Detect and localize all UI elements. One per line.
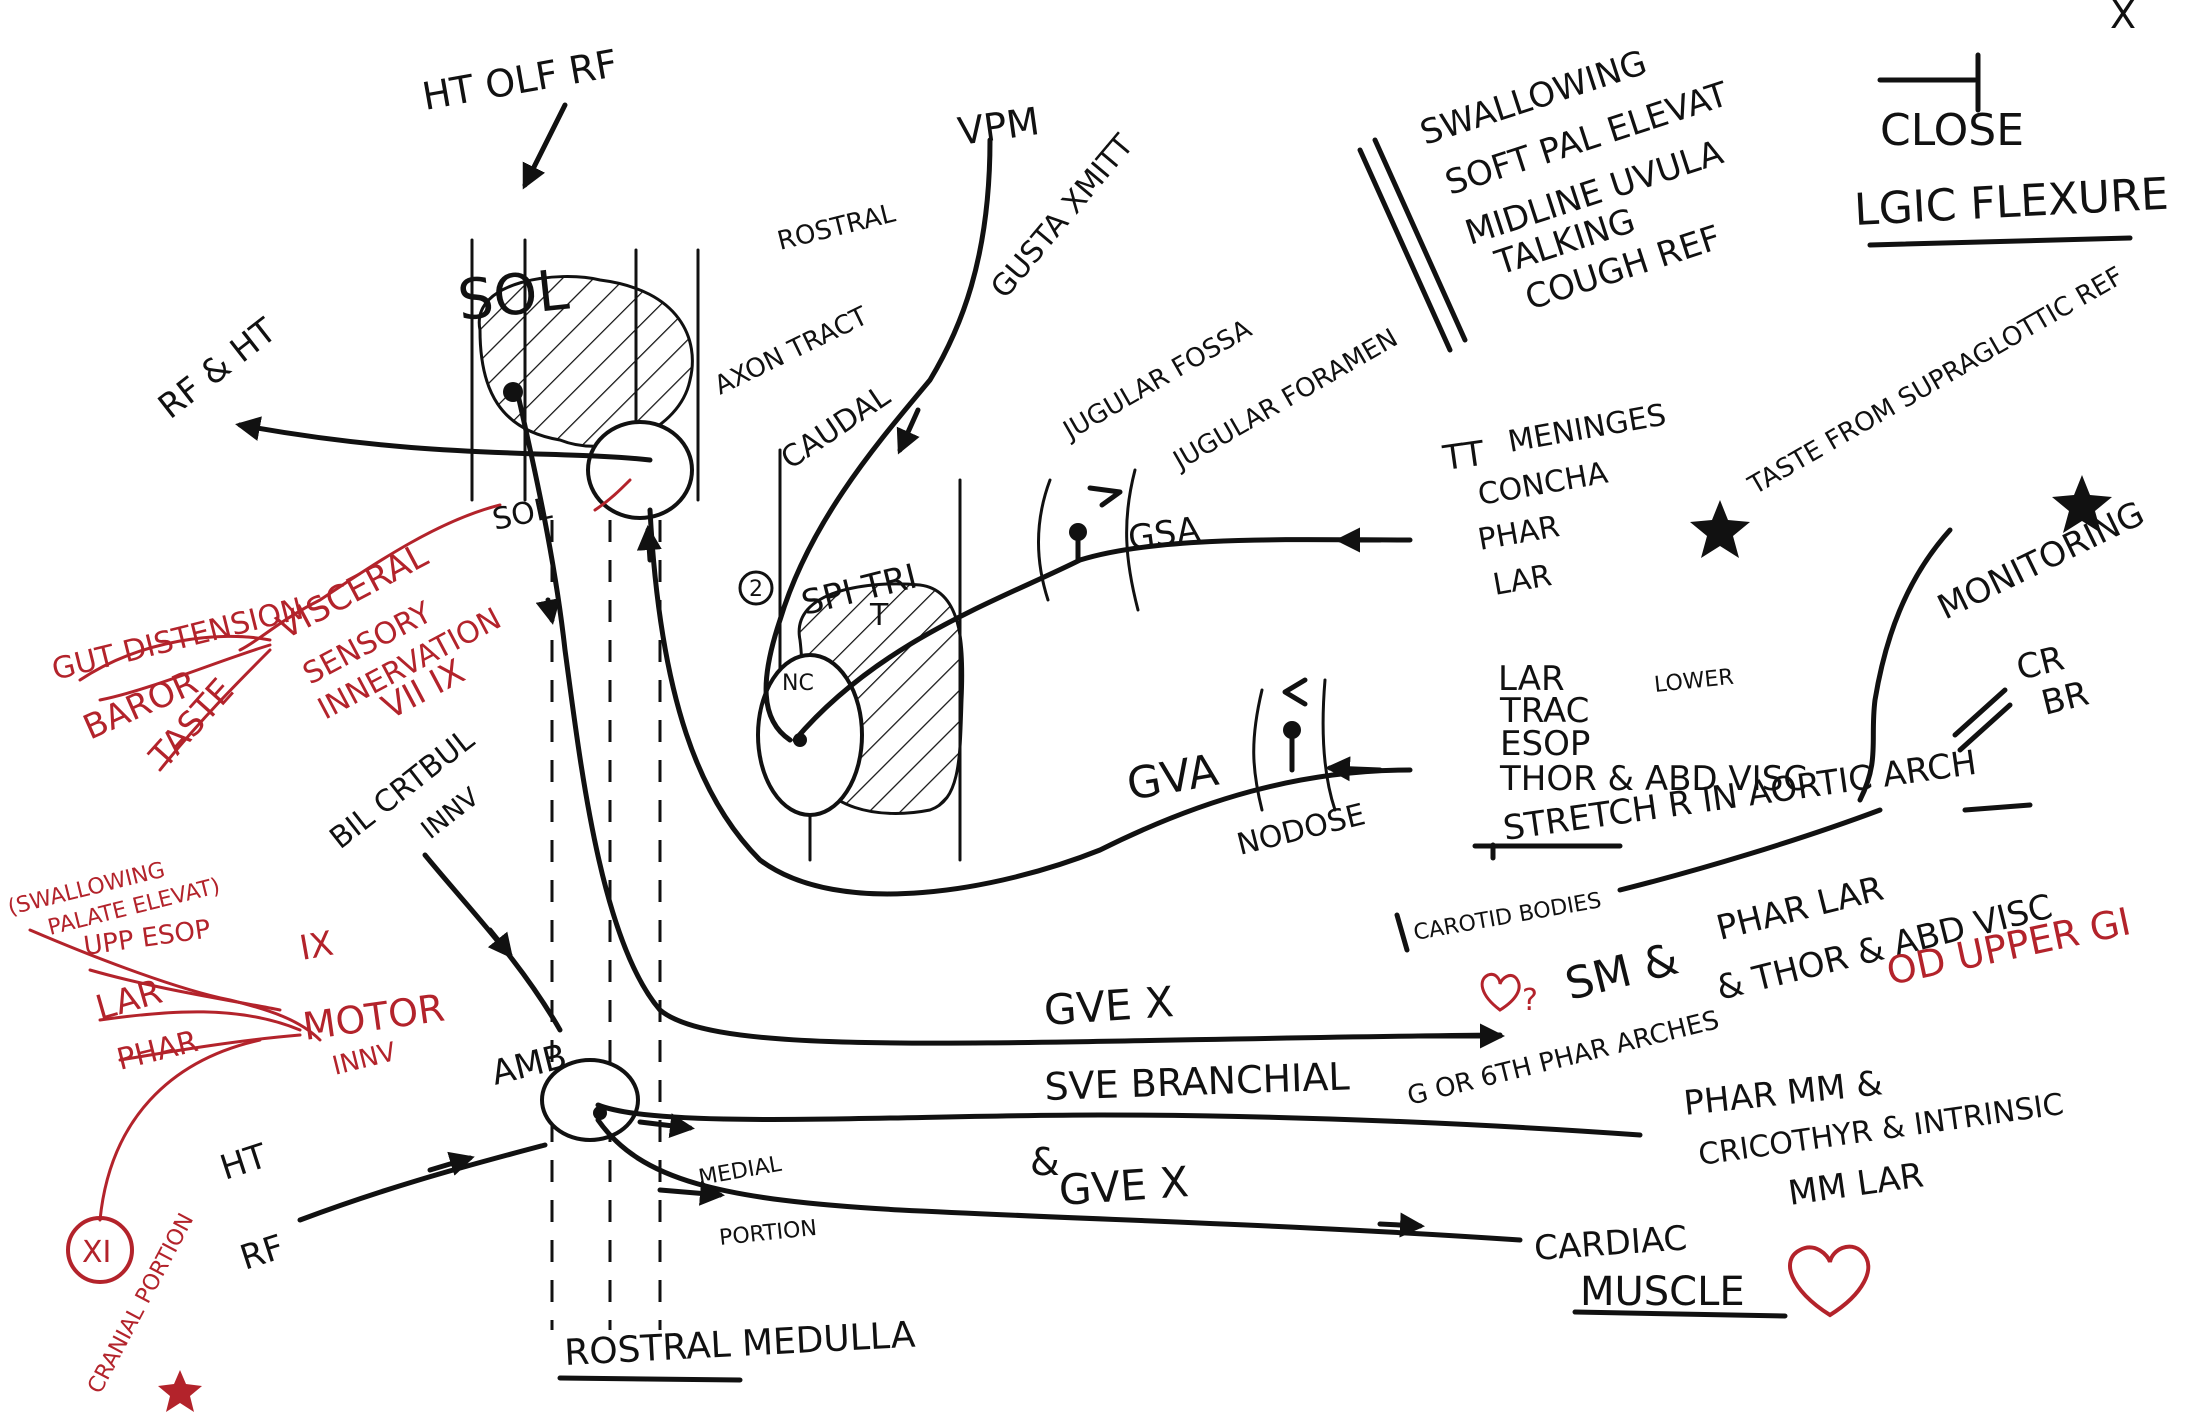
rf-label: RF — [235, 1227, 288, 1278]
gsa-source-item: MENINGES — [1505, 398, 1668, 460]
ampersand-label: & — [1030, 1140, 1060, 1184]
sve-label: SVE BRANCHIAL — [1044, 1054, 1350, 1109]
spinal-trigeminal-nucleus — [758, 584, 963, 815]
rf-ht-label: RF & HT — [151, 311, 284, 427]
corner-mark: X — [2110, 0, 2136, 37]
circle-2-label: 2 — [749, 577, 763, 602]
sm-prefix-label: SM & — [1560, 934, 1683, 1011]
sol-upper-label: SOL — [455, 258, 572, 334]
motor-red-label: MOTOR — [300, 986, 447, 1049]
nodose-label: NODOSE — [1233, 797, 1368, 863]
gve-bottom-label: GVE X — [1057, 1157, 1190, 1215]
caudal-label: CAUDAL — [775, 379, 897, 477]
heart-icon — [1482, 974, 1519, 1010]
axon-tract-label: AXON TRACT — [710, 301, 873, 401]
xi-label: XI — [82, 1235, 111, 1270]
portion-label: PORTION — [718, 1216, 818, 1251]
monitoring-label: MONITORING — [1931, 494, 2150, 628]
heart-icon — [1790, 1247, 1868, 1315]
gsa-source-item: CONCHA — [1475, 456, 1611, 513]
nc-label: NC — [782, 671, 814, 696]
star-icon — [1690, 500, 1750, 558]
gva-source-item: ESOP — [1500, 724, 1590, 764]
rostral-label: ROSTRAL — [774, 198, 898, 256]
taste-note-label: TASTE FROM SUPRAGLOTTIC REF — [1743, 261, 2129, 501]
vpm-label: VPM — [955, 99, 1042, 154]
gva-lower-label: LOWER — [1653, 665, 1735, 698]
medial-label: MEDIAL — [697, 1152, 784, 1191]
gsa-label: GSA — [1126, 509, 1203, 559]
ht-label: HT — [215, 1136, 272, 1188]
phar-mm-label: PHAR MM & — [1682, 1063, 1885, 1124]
muscle-label: MUSCLE — [1580, 1269, 1745, 1315]
lgic-flexure-label: LGIC FLEXURE — [1853, 169, 2170, 236]
red-motor-labels: (SWALLOWING PALATE ELEVAT) UPP ESOP LAR … — [5, 858, 447, 1398]
red-motor-branches — [30, 930, 320, 1220]
gsa-source-item: PHAR — [1475, 509, 1562, 558]
gsa-prefix-label: TT — [1440, 434, 1487, 479]
gusta-xmitt-label: GUSTA XMITT — [984, 128, 1141, 306]
spi-tri-sub-label: T — [869, 598, 889, 633]
function-list: SWALLOWING SOFT PAL ELEVAT MIDLINE UVULA… — [1415, 43, 1733, 319]
ix-red-label: IX — [297, 924, 337, 969]
gva-label: GVA — [1123, 745, 1222, 811]
star-icon — [158, 1370, 202, 1412]
gsa-source-item: LAR — [1490, 558, 1554, 603]
lar-red-label: LAR — [91, 972, 166, 1029]
arch-label: G OR 6TH PHAR ARCHES — [1404, 1005, 1722, 1112]
heart-question-label: ? — [1522, 983, 1538, 1018]
gsa-source-list: MENINGES CONCHA PHAR LAR — [1475, 398, 1668, 603]
gve-top-label: GVE X — [1042, 977, 1175, 1035]
footer-label: ROSTRAL MEDULLA — [563, 1315, 916, 1374]
carotid-bodies-label: CAROTID BODIES — [1412, 888, 1604, 946]
cardiac-label: CARDIAC — [1533, 1218, 1689, 1269]
close-label: CLOSE — [1880, 105, 2024, 156]
ht-olf-rf-label: HT OLF RF — [419, 41, 621, 119]
mm-lar-label: MM LAR — [1786, 1155, 1926, 1214]
